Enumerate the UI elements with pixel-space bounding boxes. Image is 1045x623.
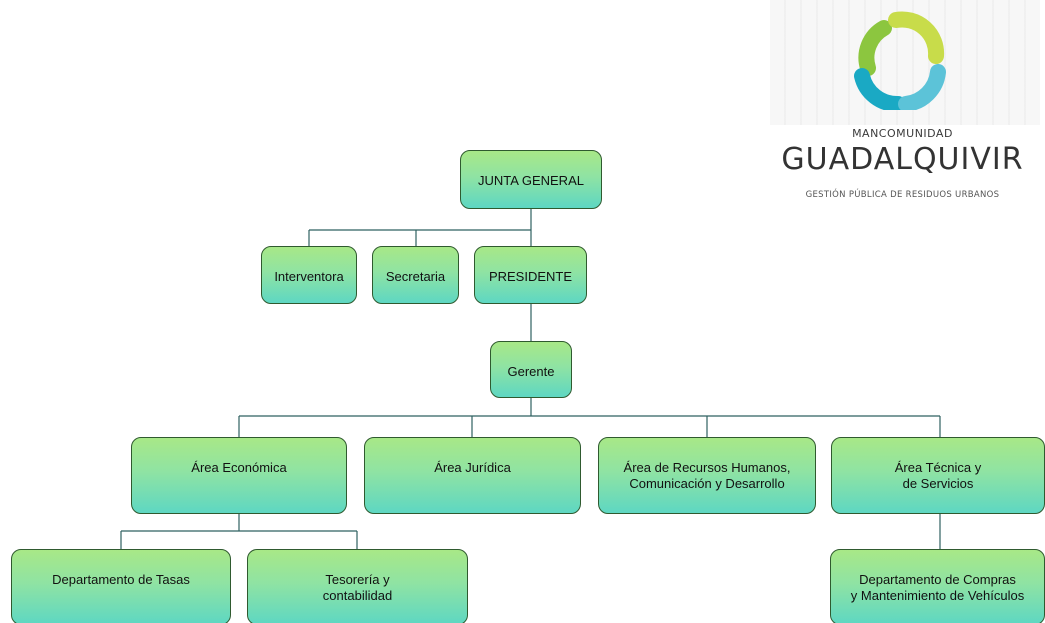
- node-label: Área Económica: [191, 460, 287, 475]
- node-departamento-compras: Departamento de Compras y Mantenimiento …: [830, 549, 1045, 623]
- node-label: Gerente: [507, 364, 555, 379]
- node-secretaria: Secretaria: [372, 246, 459, 304]
- node-area-juridica: Área Jurídica: [364, 437, 581, 514]
- logo-top-text: MANCOMUNIDAD: [852, 127, 953, 140]
- node-junta-general: JUNTA GENERAL: [460, 150, 602, 209]
- node-tesoreria: Tesorería y contabilidad: [247, 549, 468, 623]
- logo-main-text: GUADALQUIVIR: [781, 142, 1024, 177]
- node-gerente: Gerente: [490, 341, 572, 398]
- node-label: JUNTA GENERAL: [478, 173, 584, 188]
- node-label: PRESIDENTE: [488, 269, 573, 284]
- node-label: Tesorería y contabilidad: [322, 572, 393, 603]
- logo-sub-text: GESTIÓN PÚBLICA DE RESIDUOS URBANOS: [805, 190, 1000, 200]
- node-label: Área Técnica y de Servicios: [894, 460, 982, 491]
- node-departamento-tasas: Departamento de Tasas: [11, 549, 231, 623]
- logo: MANCOMUNIDAD GUADALQUIVIR GESTIÓN PÚBLIC…: [760, 0, 1045, 215]
- node-label: Interventora: [274, 269, 344, 284]
- node-area-economica: Área Económica: [131, 437, 347, 514]
- node-label: Área Jurídica: [434, 460, 511, 475]
- node-interventora: Interventora: [261, 246, 357, 304]
- node-label: Área de Recursos Humanos, Comunicación y…: [623, 460, 791, 491]
- node-label: Departamento de Tasas: [52, 572, 190, 587]
- node-label: Secretaria: [385, 269, 446, 284]
- logo-mark-icon: [854, 11, 946, 110]
- node-area-recursos-humanos: Área de Recursos Humanos, Comunicación y…: [598, 437, 816, 514]
- node-label: Departamento de Compras y Mantenimiento …: [850, 572, 1025, 603]
- node-presidente: PRESIDENTE: [474, 246, 587, 304]
- node-area-tecnica: Área Técnica y de Servicios: [831, 437, 1045, 514]
